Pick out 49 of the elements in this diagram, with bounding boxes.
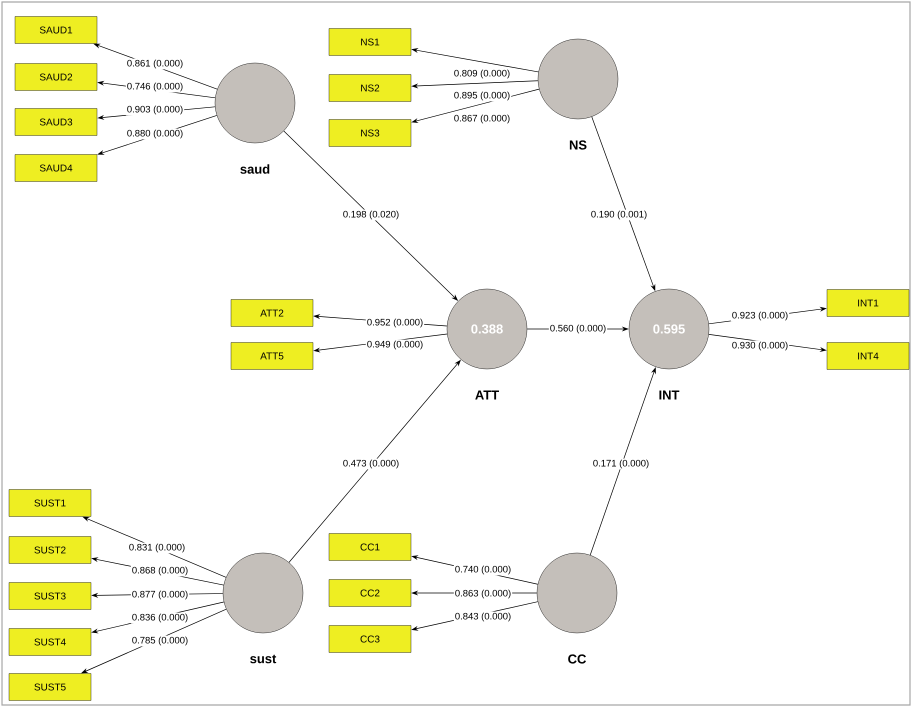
edge-label: 0.923 (0.000): [730, 310, 790, 322]
indicator-box: NS1: [328, 28, 412, 56]
edge-label: 0.895 (0.000): [452, 90, 512, 102]
construct-name: saud: [240, 164, 270, 174]
indicator-box: SUST2: [8, 536, 92, 564]
edge-label: 0.836 (0.000): [130, 612, 190, 624]
edge-label: 0.198 (0.020): [342, 210, 400, 220]
edge-label: 0.861 (0.000): [126, 58, 184, 70]
edge-label: 0.949 (0.000): [366, 340, 424, 350]
edge-label: 0.473 (0.000): [342, 458, 400, 470]
construct-name: INT: [659, 390, 680, 400]
edge-label: 0.785 (0.000): [130, 636, 190, 646]
edge-label: 0.868 (0.000): [130, 566, 190, 576]
edge-label: 0.843 (0.000): [454, 612, 512, 622]
edge-label: 0.746 (0.000): [126, 82, 184, 92]
edge-label: 0.903 (0.000): [126, 104, 184, 116]
edge-label: 0.740 (0.000): [454, 564, 512, 576]
edge-label: 0.877 (0.000): [130, 590, 190, 600]
indicator-box: SUST4: [8, 628, 92, 656]
indicator-box: SAUD3: [14, 108, 98, 136]
indicator-box: CC3: [328, 625, 412, 653]
indicator-box: SUST5: [8, 673, 92, 701]
edge-label: 0.809 (0.000): [452, 68, 512, 80]
indicator-box: INT1: [826, 289, 910, 317]
edge-label: 0.930 (0.000): [730, 340, 790, 352]
edge-label: 0.190 (0.001): [590, 210, 648, 220]
indicator-box: INT4: [826, 342, 910, 370]
edge-label: 0.863 (0.000): [454, 588, 512, 600]
construct-name: ATT: [475, 390, 499, 400]
indicator-box: CC1: [328, 533, 412, 561]
construct-name: CC: [568, 654, 586, 664]
edge-label: 0.952 (0.000): [366, 318, 424, 328]
indicator-box: SUST3: [8, 582, 92, 610]
construct-name: NS: [570, 140, 586, 150]
indicator-box: SUST1: [8, 489, 92, 517]
indicator-box: SAUD4: [14, 154, 98, 182]
edge-label: 0.867 (0.000): [452, 114, 512, 124]
indicator-box: SAUD1: [14, 16, 98, 44]
indicator-box: SAUD2: [14, 63, 98, 91]
indicator-box: ATT5: [230, 342, 314, 370]
indicator-box: CC2: [328, 579, 412, 607]
edge-label: 0.560 (0.000): [548, 324, 608, 334]
edge-label: 0.831 (0.000): [128, 542, 186, 554]
edge-label: 0.880 (0.000): [126, 128, 184, 140]
edge-label: 0.171 (0.000): [592, 458, 650, 470]
indicator-box: NS3: [328, 119, 412, 147]
construct-name: sust: [250, 654, 276, 664]
indicator-box: NS2: [328, 74, 412, 102]
indicator-box: ATT2: [230, 299, 314, 327]
